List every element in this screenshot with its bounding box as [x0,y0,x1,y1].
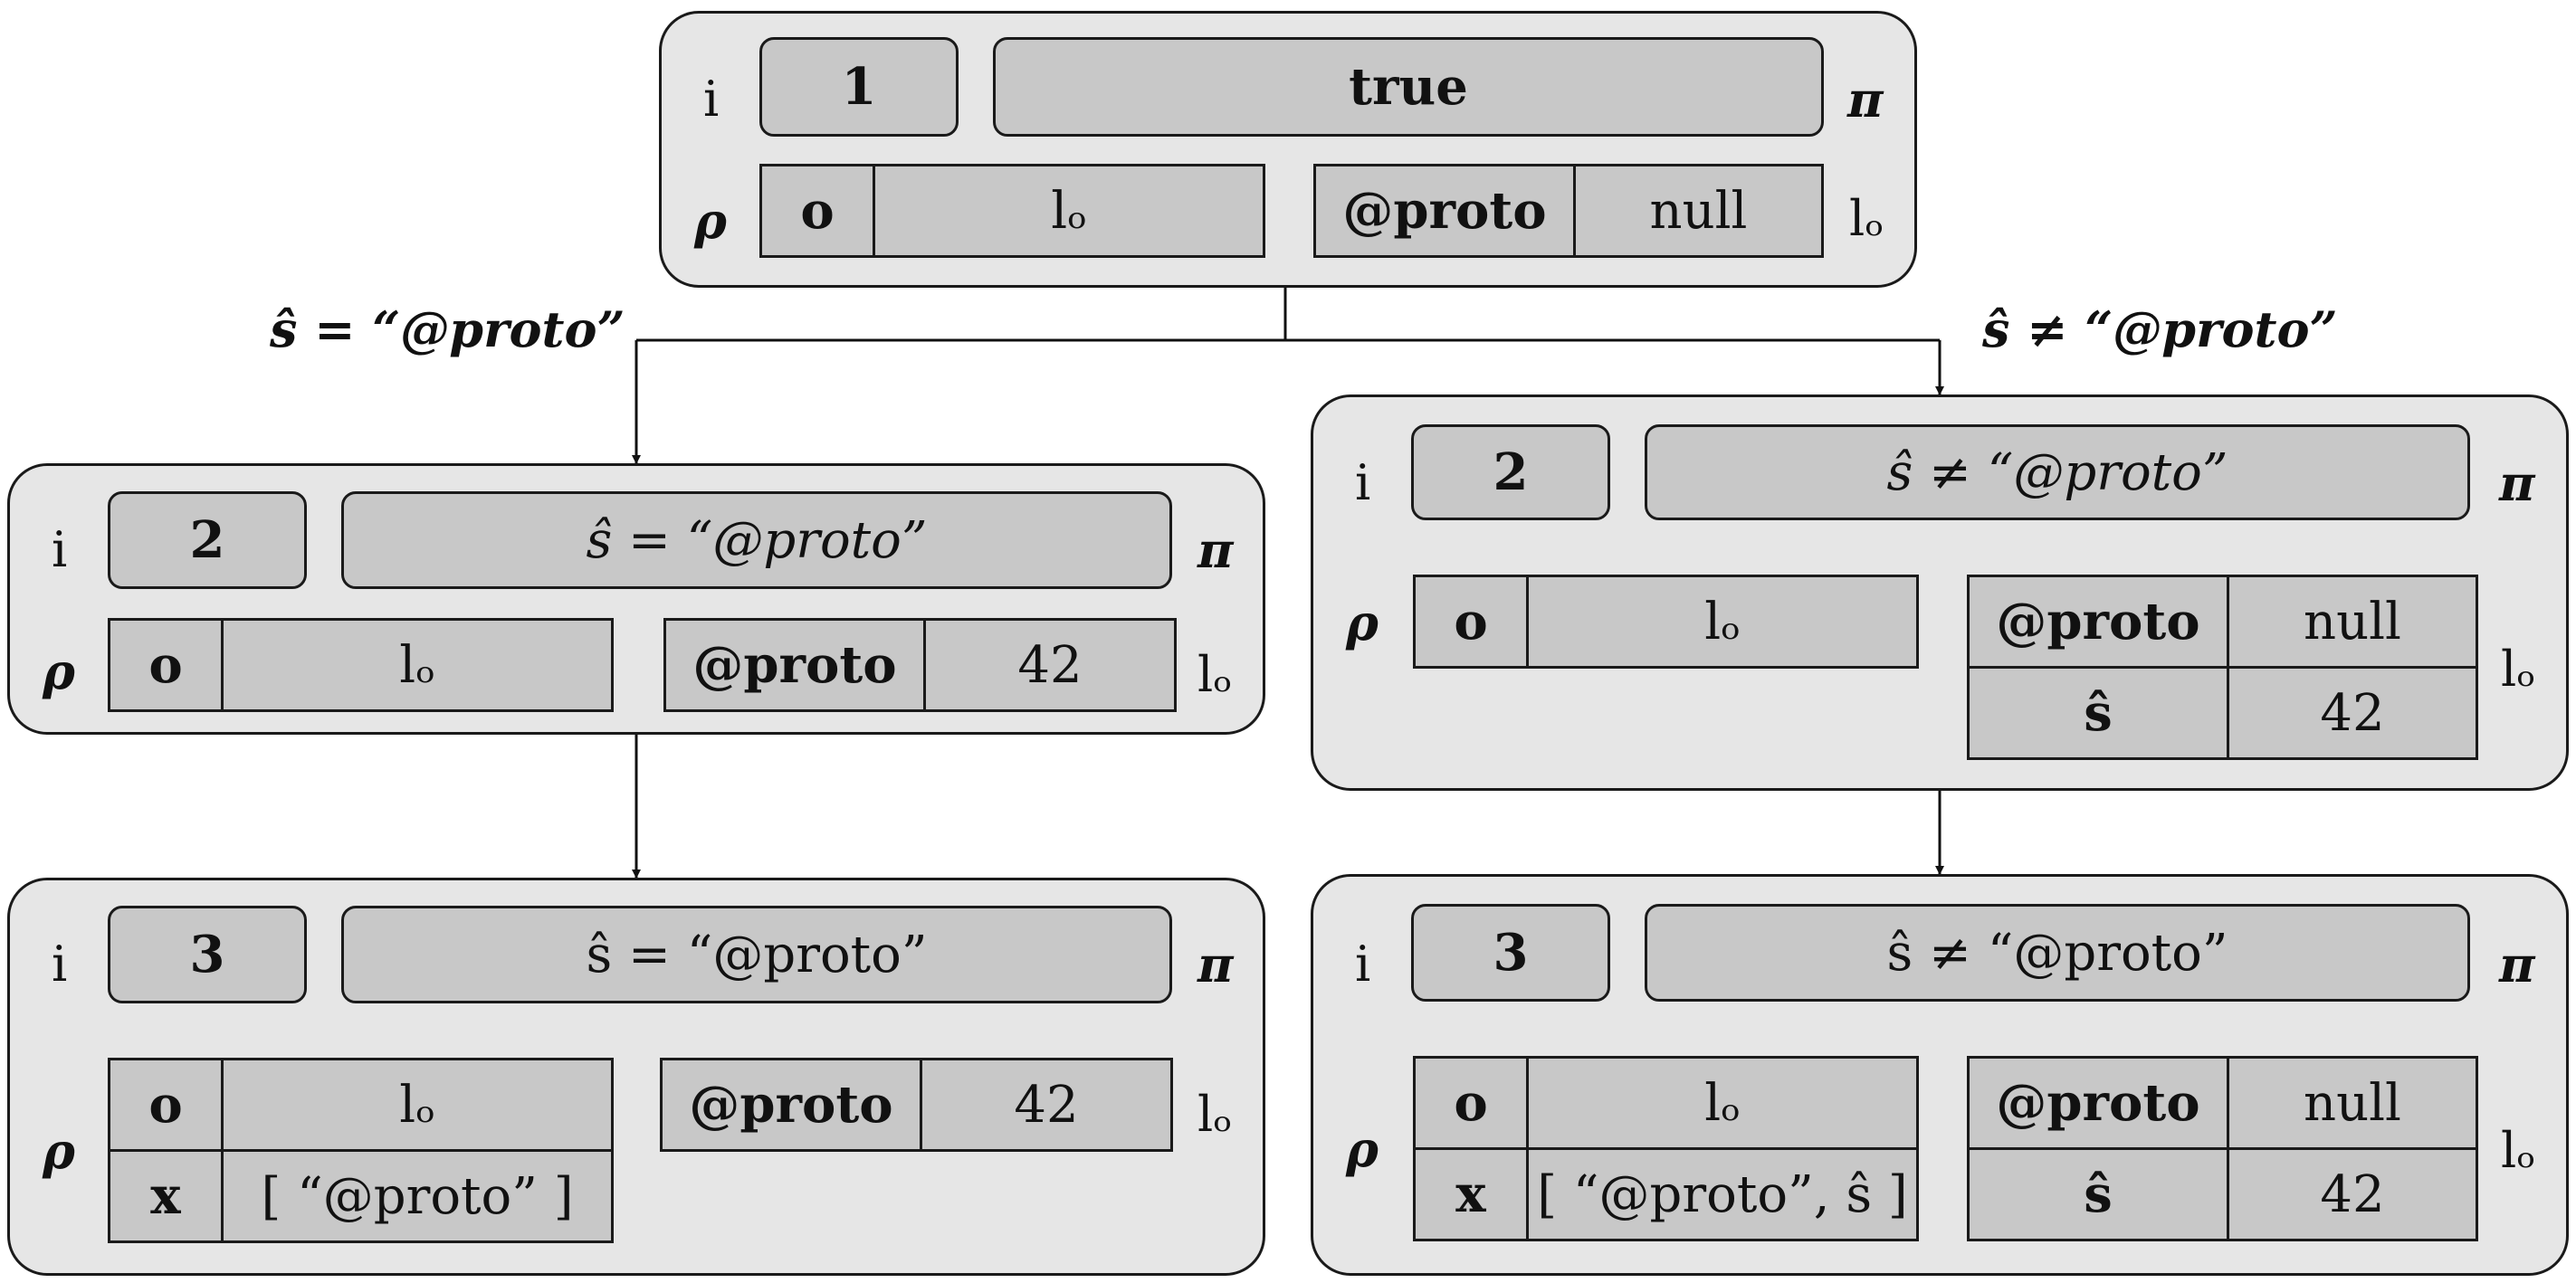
pi-label: π [2499,936,2535,993]
edge-label-left: ŝ = “@proto” [270,300,625,358]
path-condition: ŝ ≠ “@proto” [1645,424,2470,520]
i-value: 2 [108,491,307,589]
store-value: [ “@proto” ] [221,1149,614,1243]
edge-label-right: ŝ ≠ “@proto” [1982,300,2338,358]
path-condition: true [993,37,1824,137]
heap-value: null [1573,164,1824,258]
path-condition: ŝ ≠ “@proto” [1645,904,2470,1002]
heap-value: 42 [2227,1147,2478,1241]
state-node-left-2: i 2 ŝ = “@proto” π ρ o lₒ @proto 42 lₒ [7,463,1265,735]
heap-value: null [2227,1056,2478,1150]
pi-label: π [1197,936,1234,993]
state-node-right-2: i 2 ŝ ≠ “@proto” π ρ o lₒ @proto null ŝ … [1311,394,2569,791]
rho-label: ρ [694,192,727,250]
heap-key: ŝ [1967,1147,2229,1241]
store-key: o [1413,575,1529,669]
heap-value: 42 [2227,666,2478,760]
i-label: i [1355,454,1371,511]
store-key: o [108,618,224,712]
state-node-root: i 1 true π ρ o lₒ @proto null lₒ [659,11,1917,288]
store-key: o [759,164,875,258]
state-node-right-3: i 3 ŝ ≠ “@proto” π ρ o lₒ x [ “@proto”, … [1311,874,2569,1276]
i-value: 3 [108,906,307,1003]
path-condition: ŝ = “@proto” [341,906,1172,1003]
i-value: 1 [759,37,959,137]
store-key: o [1413,1056,1529,1150]
state-node-left-3: i 3 ŝ = “@proto” π ρ o lₒ x [ “@proto” ]… [7,878,1265,1276]
location-label: lₒ [2501,1122,2536,1179]
heap-key: @proto [1967,575,2229,669]
store-value: lₒ [221,618,614,712]
store-key: o [108,1058,224,1152]
heap-key: @proto [1313,164,1576,258]
i-value: 2 [1411,424,1610,520]
location-label: lₒ [1197,1086,1233,1143]
rho-label: ρ [1346,594,1379,651]
pi-label: π [2499,454,2535,512]
i-value: 3 [1411,904,1610,1002]
location-label: lₒ [2501,641,2536,698]
i-label: i [52,936,68,993]
heap-value: 42 [923,618,1177,712]
heap-key: @proto [1967,1056,2229,1150]
location-label: lₒ [1197,646,1233,703]
heap-value: 42 [920,1058,1173,1152]
store-value: lₒ [873,164,1265,258]
rho-label: ρ [43,1122,75,1180]
path-condition: ŝ = “@proto” [341,491,1172,589]
store-value: [ “@proto”, ŝ ] [1526,1147,1919,1241]
store-key: x [108,1149,224,1243]
pi-label: π [1197,521,1234,579]
store-value: lₒ [1526,1056,1919,1150]
i-label: i [703,71,720,128]
heap-key: @proto [663,618,926,712]
i-label: i [52,521,68,578]
heap-key: @proto [660,1058,922,1152]
store-value: lₒ [221,1058,614,1152]
rho-label: ρ [1346,1120,1379,1178]
i-label: i [1355,936,1371,993]
store-value: lₒ [1526,575,1919,669]
rho-label: ρ [43,642,75,700]
heap-key: ŝ [1967,666,2229,760]
store-key: x [1413,1147,1529,1241]
pi-label: π [1847,71,1884,128]
heap-value: null [2227,575,2478,669]
location-label: lₒ [1849,190,1884,247]
